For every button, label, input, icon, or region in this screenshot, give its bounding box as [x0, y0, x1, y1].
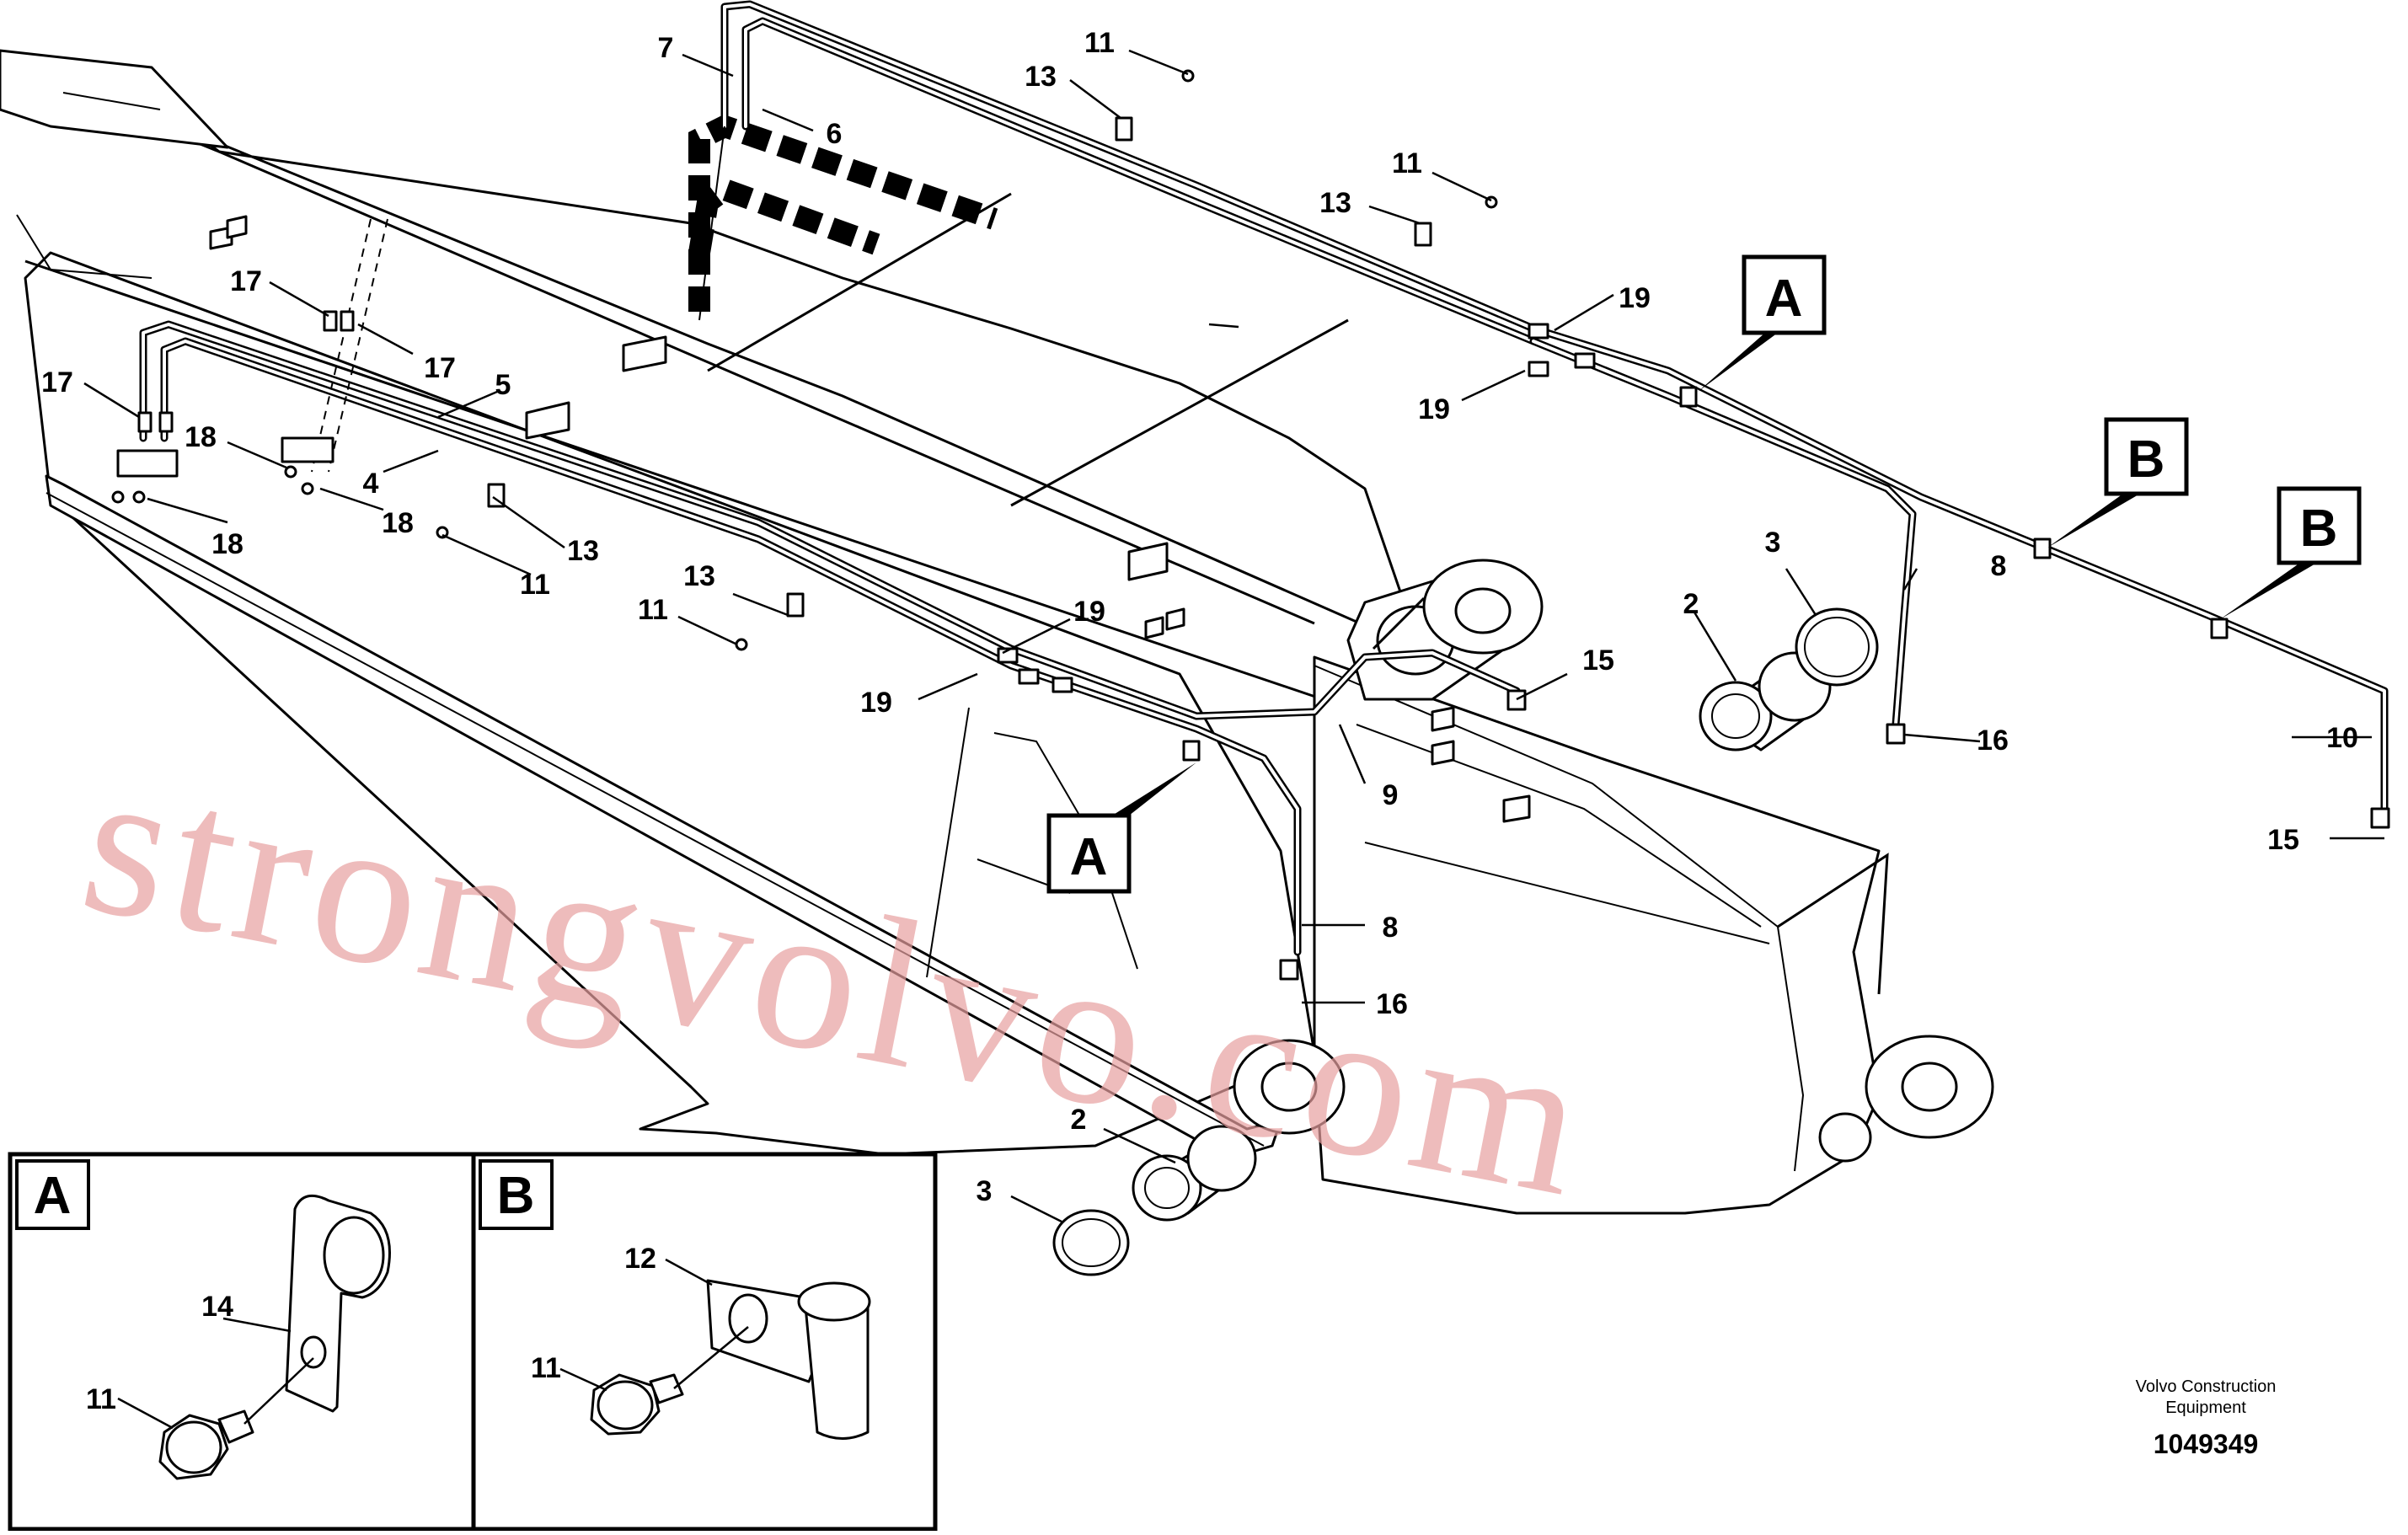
callout: 11 [638, 594, 668, 626]
bolt-icon [158, 1409, 254, 1480]
callout: 3 [977, 1175, 993, 1207]
callout: 17 [230, 265, 262, 297]
view-marker-b-right: B [2220, 486, 2362, 619]
callout: 17 [424, 352, 456, 384]
marker-b-right-label: B [2300, 500, 2338, 558]
callout: 13 [1025, 61, 1057, 93]
callout: 16 [1376, 988, 1408, 1020]
callout: 15 [2267, 824, 2299, 856]
callout: 11 [520, 569, 550, 601]
callout: 19 [1418, 393, 1450, 425]
company-name-line1: Volvo Construction [2136, 1377, 2277, 1396]
detail-box-a: A 14 11 [8, 1152, 476, 1532]
callout: 2 [1071, 1104, 1087, 1136]
callout: 13 [567, 535, 599, 567]
callout: 3 [1765, 527, 1781, 559]
marker-a-top-label: A [1765, 270, 1803, 328]
detail-b-label: B [497, 1167, 535, 1225]
callout: 18 [382, 507, 414, 539]
callout: 14 [201, 1291, 233, 1323]
callout: 9 [1383, 779, 1399, 811]
footer: Volvo Construction Equipment 1049349 [2136, 1377, 2277, 1459]
callout: 19 [1619, 282, 1651, 314]
marker-a-bottom-label: A [1070, 828, 1108, 886]
leader-lines [83, 49, 2384, 1223]
callout: 8 [1383, 912, 1399, 944]
callout: 15 [1582, 644, 1614, 677]
seal-ring-lower [1052, 1209, 1130, 1276]
boom-arm [0, 49, 1994, 1215]
callout: 8 [1991, 550, 2007, 582]
callout-numbers: 7 6 11 13 11 13 19 19 17 17 17 5 18 4 18… [41, 27, 2358, 1207]
callout: 13 [683, 560, 715, 592]
marker-b-mid-label: B [2127, 431, 2165, 489]
callout: 13 [1319, 187, 1351, 219]
callout: 12 [624, 1243, 656, 1275]
hose-lines [139, 0, 2389, 956]
detail-a-label: A [34, 1167, 72, 1225]
company-name-line2: Equipment [2165, 1399, 2246, 1417]
callout: 11 [531, 1352, 561, 1384]
bolt-icon [590, 1373, 684, 1436]
view-marker-a-top: A [1698, 254, 1827, 392]
callout: 5 [495, 369, 511, 401]
callout: 11 [1392, 147, 1422, 179]
callout: 18 [185, 421, 217, 453]
callout: 10 [2326, 722, 2358, 754]
callout: 17 [41, 366, 73, 398]
callout: 18 [211, 528, 243, 560]
bushing-lower [1132, 1125, 1257, 1222]
fittings [111, 69, 2390, 981]
view-marker-b-mid: B [2047, 417, 2189, 548]
callout: 11 [1084, 27, 1115, 59]
detail-box-b: B 12 11 [471, 1152, 938, 1532]
callout: 16 [1977, 725, 2009, 757]
callout: 4 [363, 468, 379, 500]
callout: 7 [658, 32, 674, 64]
bushing-upper [1699, 651, 1832, 751]
callout: 6 [827, 118, 843, 150]
seal-ring-upper [1795, 607, 1879, 687]
view-marker-a-bottom: A [1046, 762, 1196, 894]
callout: 19 [1073, 596, 1105, 628]
drawing-number: 1049349 [2154, 1429, 2259, 1459]
callout: 11 [86, 1383, 116, 1415]
callout: 19 [860, 687, 892, 719]
callout: 2 [1683, 588, 1699, 620]
